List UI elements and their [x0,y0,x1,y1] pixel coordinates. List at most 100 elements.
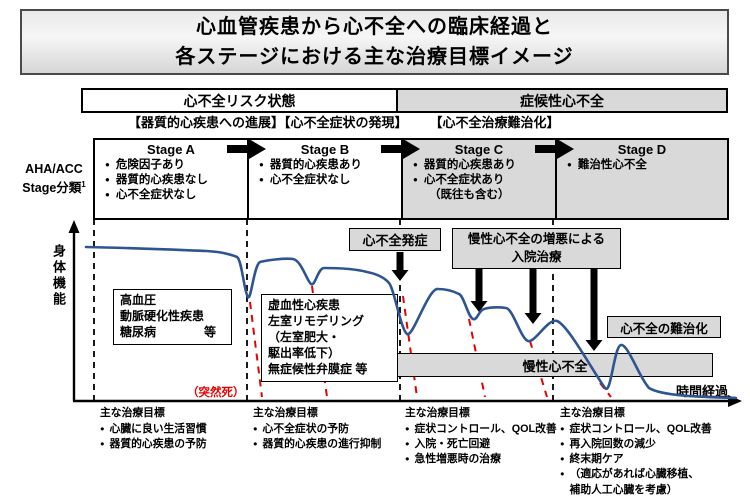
goals-column-a: 主な治療目標 ●心臓に良い生活習慣 ●器質的心疾患の予防 [100,406,250,452]
chronic-bar: 慢性心不全 [397,353,713,377]
stage-bullet-item: ● 心不全症状なし [249,173,401,188]
stage-bullet-text: 危険因子あり [115,159,185,171]
goal-text: 再入院回数の減少 [569,438,656,451]
goal-item: ●心不全症状の予防 [253,422,403,437]
goal-item: ● 症状コントロール、QOL改善 [560,422,742,437]
risk-factor-line: 糖尿病 等 [120,324,217,339]
goals-column-c: 主な治療目標 ● 症状コントロール、QOL改善 ● 入院・死亡回避 ●急性増悪時の治… [405,406,557,467]
classification-line1: AHA/ACC [25,162,83,176]
stage-bullet-text: 心不全症状なし [269,174,351,187]
bullet-icon: ● [413,160,418,169]
down-arrow-icon [524,269,542,324]
sudden-death-line [599,382,612,398]
bullet-icon: ● [100,439,105,449]
bullet-icon: ● [253,439,258,449]
down-arrow-icon [470,269,488,312]
stage-bullet-text: 心不全症状なし [115,189,197,202]
stage-bullet-text: 器質的心疾患あり [423,159,516,171]
goal-item: ● 心臓に良い生活習慣 [100,422,250,437]
bullet-icon: ● [560,454,565,464]
transition-label-symptom-onset: 【心不全症状の発現】 [284,115,408,130]
stage-grid: Stage A ● 危険因子あり ● 器質的心疾患なし ● 心不全症状なし Stage… [93,138,729,220]
onset-label: 心不全発症 [362,233,428,248]
transition-labels: 【器質的心疾患への進展】【心不全症状の発現】【心不全治療難治化】 [128,112,560,131]
phase-bar-risk-label: 心不全リスク状態 [183,92,296,109]
stage-bullet-item: ● 心不全症状なし [95,188,247,203]
stage-box-a: Stage A ● 危険因子あり ● 器質的心疾患なし ● 心不全症状なし [95,140,247,218]
page-title: 心血管疾患から心不全への臨床経過と 各ステージにおける主な治療目標イメージ [20,9,729,75]
classification-line2: Stage分類1 [10,179,98,199]
bullet-icon: ● [253,424,258,434]
goals-column-d: 主な治療目標 ●症状コントロール、QOL改善 ●再入院回数の減少 ●終末期ケア … [560,406,742,498]
stage-title: Stage C [454,142,504,157]
bullet-icon: ● [405,424,410,434]
hospitalization-line2: 入院治療 [511,249,562,264]
stage-bullet-text: 器質的心疾患あり [269,159,362,171]
goal-text: 入院・死亡回避 [414,438,491,451]
structural-disease-line: （左室肥大・ [268,329,341,344]
goal-item: ● 器質的心疾患の進行抑制 [253,437,403,452]
chronic-label: 慢性心不全 [522,358,588,374]
y-axis-arrow-icon [68,220,80,233]
phase-bar-symptomatic-label: 症候性心不全 [520,92,604,109]
stage-note: （既往も含む） [429,189,510,202]
structural-disease-line: 無症候性弁膜症 等 [268,361,368,376]
structural-disease-line: 左室リモデリング [268,313,365,328]
goal-item: ● 終末期ケア [560,452,742,467]
risk-factor-line: 動脈硬化性疾患 [120,308,205,323]
bullet-icon: ● [105,190,110,200]
time-axis-label: 時間経過 [676,384,729,399]
classification-line2-text: Stage分類 [22,181,82,196]
page-title-line2: 各ステージにおける主な治療目標イメージ [175,46,574,68]
hospitalization-line1: 慢性心不全の増悪による [467,232,606,246]
goal-text: 器質的心疾患の進行抑制 [262,438,382,451]
stage-classification-label: AHA/ACC Stage分類1 [10,160,98,199]
stage-box-c: Stage C ● 器質的心疾患あり ●心不全症状あり （既往も含む） [401,140,555,218]
goal-text: 急性増悪時の治療 [414,453,501,466]
bullet-icon: ● [560,439,565,449]
bullet-icon: ● [567,160,572,169]
bullet-icon: ● [259,175,264,185]
stage-title: Stage B [300,142,350,157]
goal-text: 症状コントロール、QOL改善 [569,423,712,436]
stage-bullet-item: ●心不全症状あり [403,173,555,188]
transition-label-progression: 【器質的心疾患への進展】 [128,115,285,130]
bullet-icon: ● [105,160,110,169]
bullet-icon: ● [105,175,110,185]
bullet-icon: ● [413,175,418,185]
goal-item: ●急性増悪時の治療 [405,452,557,467]
structural-disease-line: 駆出率低下） [268,345,341,360]
bullet-icon: ● [100,424,105,434]
sudden-death-line [402,295,418,398]
risk-factor-box: 高血圧 動脈硬化性疾患 糖尿病 等 [113,289,232,345]
structural-disease-box: 虚血性心疾患 左室リモデリング （左室肥大・ 駆出率低下） 無症候性弁膜症 等 [261,294,398,382]
goal-text: 終末期ケア [569,453,624,466]
goal-item: ● 入院・死亡回避 [405,437,557,452]
bullet-icon: ● [560,469,565,479]
bullet-icon: ● [560,424,565,434]
goal-text: 症状コントロール、QOL改善 [414,423,557,436]
structural-disease-line: 虚血性心疾患 [268,298,341,312]
stage-title: Stage D [617,142,667,157]
goals-column-b: 主な治療目標 ●心不全症状の予防 ●器質的心疾患の進行抑制 [253,406,403,452]
classification-footnote-marker: 1 [81,180,86,190]
stage-box-b: Stage B ● 器質的心疾患あり ● 心不全症状なし [247,140,401,218]
sudden-death-label: （突然死） [187,387,245,399]
goal-item: ● 再入院回数の減少 [560,437,742,452]
stage-title: Stage A [147,142,195,157]
stage-bullet-text: 難治性心不全 [577,159,647,171]
stage-bullet-item: ● 危険因子あり [95,158,247,173]
bullet-icon: ● [405,439,410,449]
stage-bullet-text: 器質的心疾患なし [115,174,208,187]
goals-header: 主な治療目標 [560,407,625,419]
onset-box: 心不全発症 [349,228,441,251]
phase-bar-risk: 心不全リスク状態 [81,88,398,113]
goal-text: 心臓に良い生活習慣 [109,423,207,436]
stage-bullet-item: ● 難治性心不全 [557,158,727,173]
goal-item: ● 器質的心疾患の予防 [100,437,250,452]
refractory-box: 心不全の難治化 [607,316,721,338]
goal-text: 器質的心疾患の予防 [109,438,207,451]
body-function-label: 身体機能 [51,244,66,308]
goals-header: 主な治療目標 [405,407,470,419]
